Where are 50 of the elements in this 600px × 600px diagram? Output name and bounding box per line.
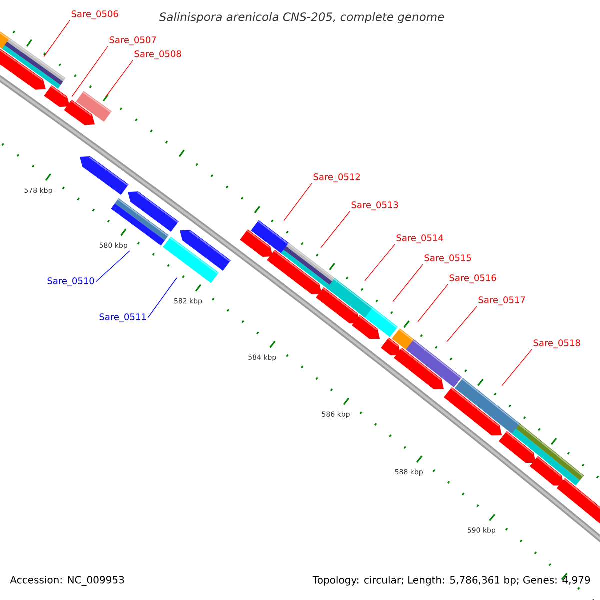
leader-line bbox=[72, 46, 108, 98]
gene-label: Sare_0513 bbox=[352, 202, 398, 210]
gene-label: Sare_0517 bbox=[478, 296, 526, 306]
gene-block bbox=[0, 49, 46, 90]
gene-block bbox=[180, 230, 231, 271]
leader-line bbox=[502, 349, 532, 386]
leader-line bbox=[364, 244, 396, 282]
gene-block bbox=[512, 424, 584, 486]
leader-line bbox=[106, 60, 134, 98]
gene-label: Sare_0507 bbox=[110, 36, 156, 46]
gene-label: Sare_0506 bbox=[72, 10, 118, 20]
gene-block bbox=[281, 243, 338, 291]
gene-block bbox=[352, 315, 380, 340]
leader-line bbox=[148, 278, 178, 318]
gene-label: Sare_0516 bbox=[450, 274, 496, 284]
gene-block bbox=[365, 308, 398, 338]
leader-line bbox=[44, 20, 70, 58]
gene-label: Sare_0512 bbox=[314, 174, 360, 182]
leader-line bbox=[320, 211, 350, 248]
gene-block bbox=[454, 378, 522, 436]
gene-label: Sare_0511 bbox=[100, 314, 146, 322]
leader-line bbox=[392, 264, 424, 302]
gene-block bbox=[394, 348, 444, 390]
gene-label: Sare_0514 bbox=[396, 234, 444, 244]
accession-text: Accession: NC_009953 bbox=[10, 576, 124, 586]
gene-label: Sare_0510 bbox=[48, 278, 94, 286]
gene-block bbox=[240, 230, 273, 258]
gene-block bbox=[267, 250, 322, 294]
gene-block bbox=[327, 278, 374, 319]
gene-block bbox=[76, 91, 112, 122]
gene-block bbox=[530, 456, 564, 486]
gene-label: Sare_0518 bbox=[534, 340, 580, 348]
gene-block bbox=[556, 478, 600, 526]
leader-line bbox=[96, 250, 130, 282]
gene-block bbox=[498, 431, 536, 463]
leader-line bbox=[446, 306, 478, 342]
gene-block bbox=[2, 38, 66, 89]
gene-label: Sare_0515 bbox=[424, 254, 472, 264]
gene-block bbox=[64, 100, 95, 126]
gene-block bbox=[406, 340, 462, 388]
gene-block bbox=[163, 236, 219, 284]
leader-line bbox=[418, 284, 448, 322]
gene-block bbox=[444, 387, 502, 436]
gene-block bbox=[44, 85, 70, 108]
gene-block bbox=[128, 192, 179, 232]
gene-block bbox=[80, 156, 129, 196]
leader-line bbox=[284, 183, 312, 222]
title: Salinispora arenicola CNS-205, complete genome bbox=[159, 12, 444, 24]
genome-info-text: Topology: circular; Length: 5,786,361 bp; Genes: 4,979 bbox=[312, 576, 590, 586]
gene-label: Sare_0508 bbox=[134, 50, 182, 60]
